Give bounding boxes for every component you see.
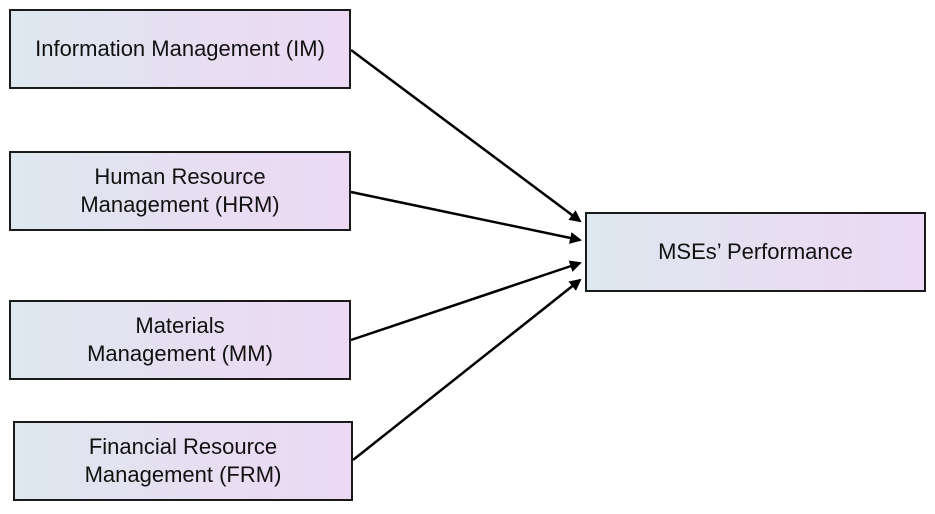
- node-mse-label: MSEs’ Performance: [658, 239, 853, 264]
- node-hrm-label-line2: Management (HRM): [80, 192, 280, 217]
- arrow-hrm-to-mse: [350, 190, 582, 244]
- node-information-management: Information Management (IM): [9, 9, 351, 89]
- node-frm-label-line1: Financial Resource: [88, 434, 278, 459]
- node-financial-resource-management: Financial Resource Management (FRM): [13, 421, 353, 501]
- node-frm-label-line2: Management (FRM): [84, 462, 282, 487]
- arrow-mm-to-mse: [350, 260, 582, 342]
- arrow-frm-to-mse: [352, 278, 582, 461]
- node-im-label: Information Management (IM): [35, 36, 325, 61]
- arrow-im-to-mse: [350, 48, 582, 223]
- node-human-resource-management: Human Resource Management (HRM): [9, 151, 351, 231]
- node-materials-management: Materials Management (MM): [9, 300, 351, 380]
- node-mses-performance: MSEs’ Performance: [585, 212, 926, 292]
- node-mm-label-line1: Materials: [135, 313, 225, 338]
- node-mm-label-line2: Management (MM): [87, 341, 273, 366]
- node-hrm-label-line1: Human Resource: [94, 164, 266, 189]
